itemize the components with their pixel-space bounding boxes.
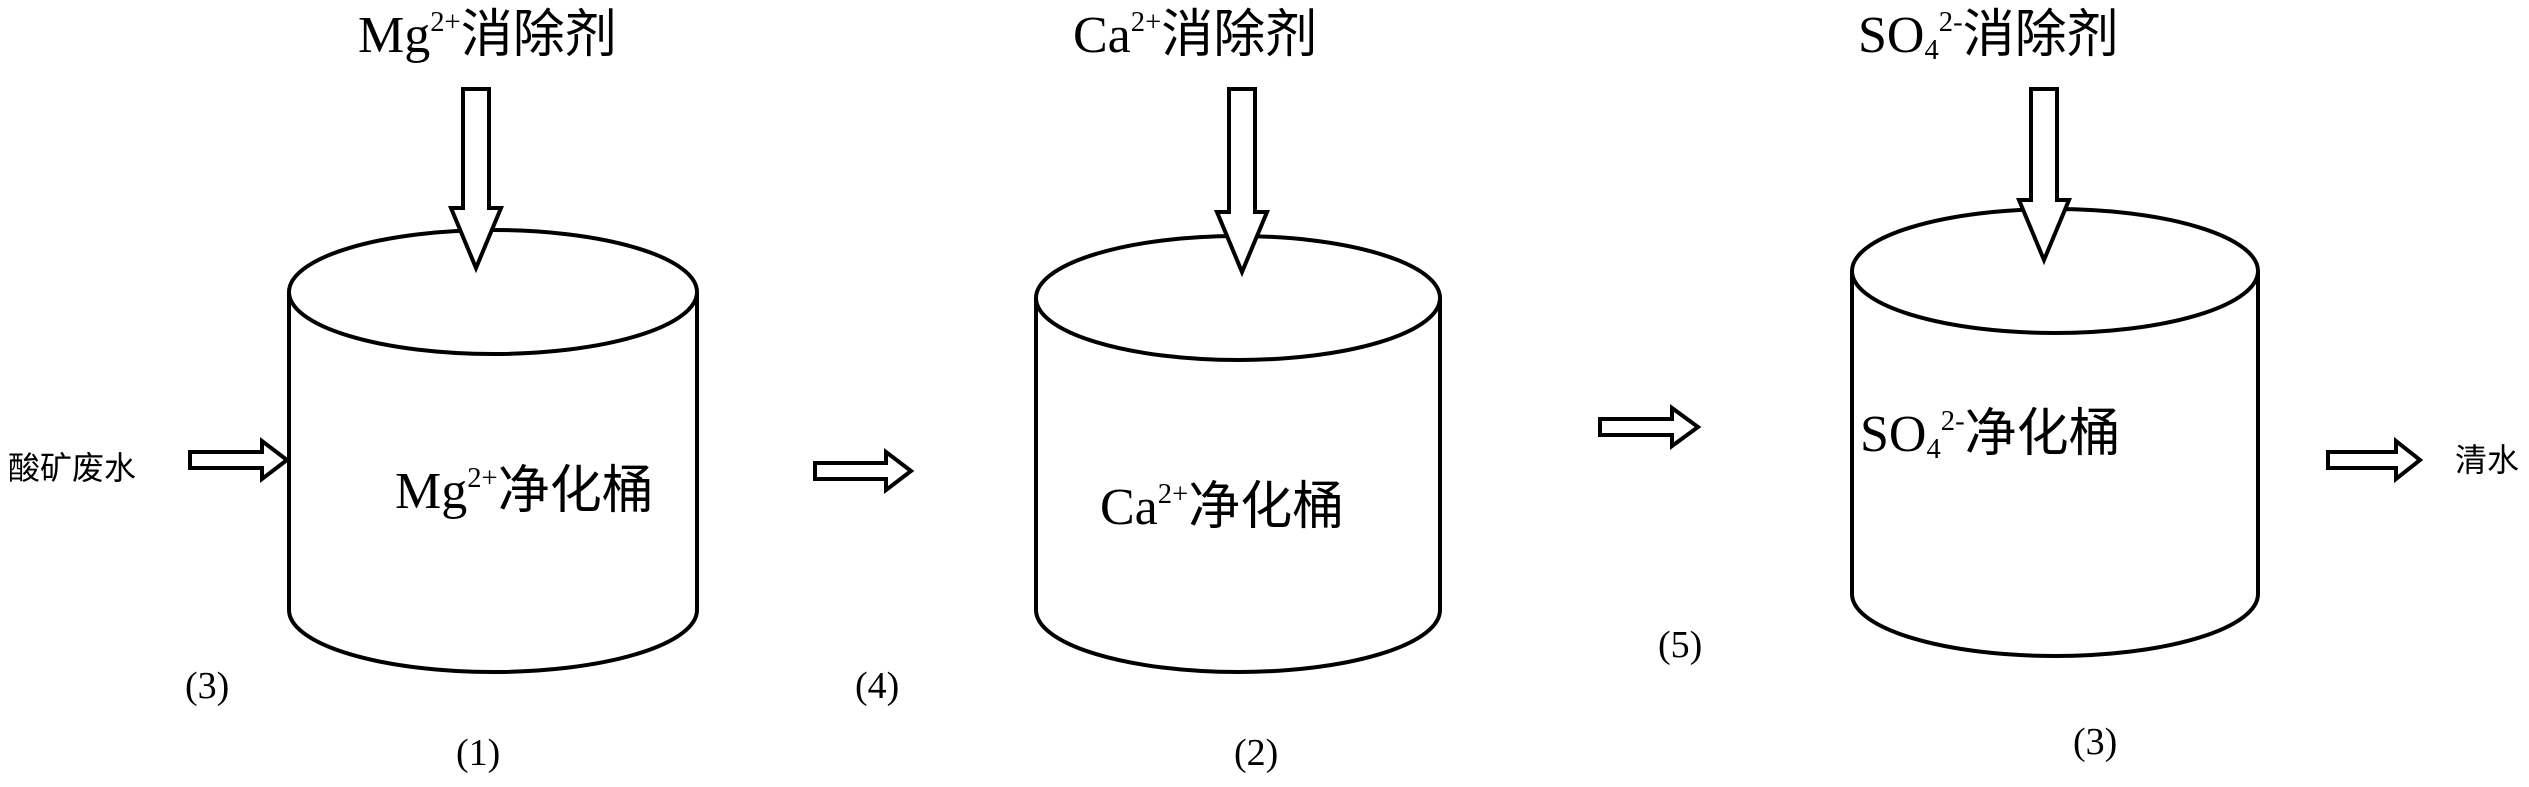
agent-label-text: 消除剂	[460, 7, 617, 64]
agent-label-text: 消除剂	[1161, 7, 1318, 64]
tank-bottom-arc	[1850, 593, 2260, 658]
tank-bottom-arc	[1034, 609, 1442, 674]
tank-label-text: 净化桶	[497, 463, 654, 520]
output-label: 清水	[2455, 442, 2520, 478]
purification-tank-mg	[287, 228, 699, 674]
agent-label-charge: 2-	[1938, 6, 1963, 38]
flow-arrow-tank1-to-tank2	[813, 447, 915, 495]
agent-label-base: Ca	[1073, 7, 1131, 64]
flow-step-label: (5)	[1658, 624, 1703, 666]
input-label: 酸矿废水	[8, 450, 137, 486]
tank-label-base: SO	[1860, 406, 1927, 463]
tank-label-ca: Ca2+净化桶	[1100, 478, 1345, 536]
tank-top-ellipse	[287, 228, 699, 356]
tank-number-label: (2)	[1234, 732, 1279, 774]
tank-label-so4: SO42-净化桶	[1860, 405, 2121, 464]
tank-label-base: Mg	[395, 463, 468, 520]
purification-tank-ca	[1034, 234, 1442, 674]
tank-number-label: (3)	[2073, 721, 2118, 763]
tank-number-label: (1)	[456, 732, 501, 774]
agent-feed-arrow-so4	[2016, 87, 2072, 266]
tank-label-text: 净化桶	[1964, 406, 2121, 463]
tank-label-charge: 2-	[1940, 405, 1965, 437]
agent-label-base: Mg	[358, 7, 431, 64]
tank-bottom-arc	[287, 609, 699, 674]
tank-label-base: Ca	[1100, 479, 1158, 536]
agent-label-base: SO	[1858, 7, 1925, 64]
purification-tank-so4	[1850, 207, 2260, 658]
agent-label-so4: SO42-消除剂	[1858, 6, 2119, 65]
agent-label-charge: 2+	[1130, 6, 1162, 38]
tank-label-charge: 2+	[1157, 478, 1189, 510]
tank-label-mg: Mg2+净化桶	[395, 462, 654, 520]
inflow-arrow	[188, 436, 291, 484]
agent-feed-arrow-mg	[448, 87, 504, 274]
flow-step-label: (3)	[185, 665, 230, 707]
flow-step-label: (4)	[855, 665, 900, 707]
tank-label-charge: 2+	[467, 462, 498, 494]
agent-feed-arrow-ca	[1214, 87, 1270, 278]
outflow-arrow	[2326, 436, 2424, 484]
tank-label-subscript: 4	[1926, 434, 1941, 466]
agent-label-text: 消除剂	[1962, 7, 2119, 64]
agent-label-mg: Mg2+消除剂	[358, 6, 617, 64]
agent-label-ca: Ca2+消除剂	[1073, 6, 1318, 64]
agent-label-charge: 2+	[430, 6, 461, 38]
flow-arrow-tank2-to-tank3	[1598, 404, 1702, 450]
tank-label-text: 净化桶	[1188, 479, 1345, 536]
agent-label-subscript: 4	[1924, 35, 1939, 67]
